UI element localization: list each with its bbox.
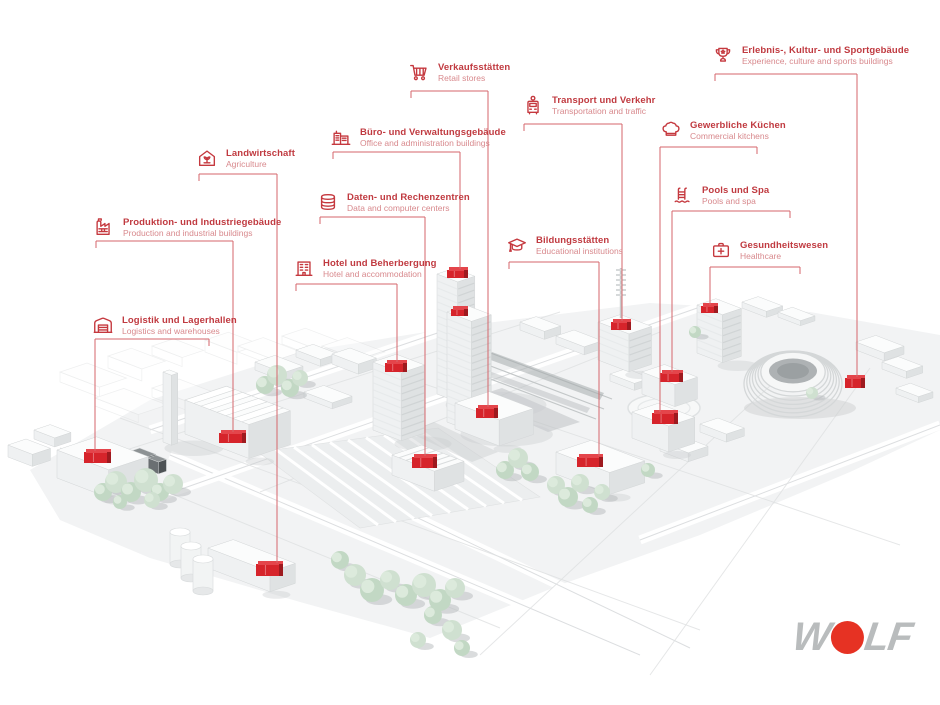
rooftop-units bbox=[84, 267, 865, 576]
rooftop-unit bbox=[845, 375, 865, 388]
rooftop-unit bbox=[451, 306, 468, 316]
rooftop-unit bbox=[476, 405, 498, 418]
rooftop-unit bbox=[256, 561, 283, 576]
rooftop-unit bbox=[577, 454, 603, 467]
rooftop-unit bbox=[84, 449, 111, 463]
rooftop-unit bbox=[652, 410, 678, 424]
rooftop-unit bbox=[412, 454, 437, 468]
wolf-logo-letter-w: W bbox=[789, 615, 833, 659]
trees bbox=[94, 326, 826, 659]
rooftop-unit bbox=[447, 267, 468, 278]
rooftop-unit bbox=[611, 319, 631, 330]
wolf-logo-red-dot bbox=[830, 620, 864, 654]
wolf-logo: W LF bbox=[790, 615, 915, 659]
wolf-logo-letters-lf: LF bbox=[861, 615, 915, 659]
leader-lines bbox=[94, 73, 858, 563]
rooftop-unit bbox=[385, 360, 407, 372]
city-buildings bbox=[7, 268, 934, 599]
